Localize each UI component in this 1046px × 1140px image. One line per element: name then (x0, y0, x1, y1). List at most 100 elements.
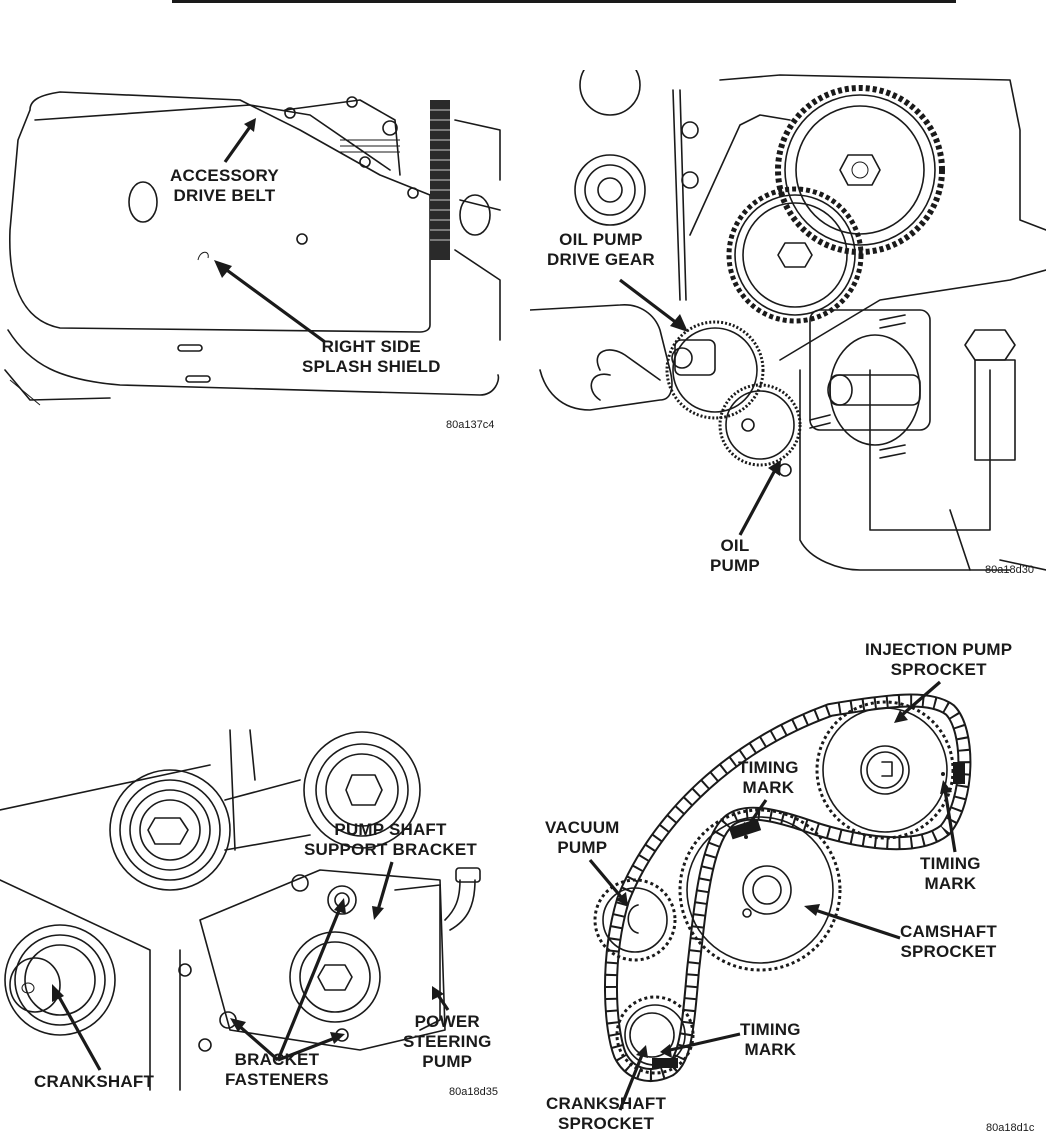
illustration-stroke (455, 120, 500, 340)
callout-power-steering-pump: POWER STEERING PUMP (403, 1012, 492, 1072)
callout-line: FASTENERS (225, 1070, 329, 1090)
callout-line: POWER (403, 1012, 492, 1032)
part-circle (735, 195, 855, 315)
callout-oil-pump-drive-gear: OIL PUMP DRIVE GEAR (547, 230, 655, 270)
figure-code: 80a18d30 (985, 564, 1034, 576)
illustration-stroke (880, 315, 905, 328)
part-circle (130, 790, 210, 870)
illustration-stroke (198, 252, 208, 260)
figure-oil-pump: OIL PUMP DRIVE GEAR OIL PUMP 80a18d30 (530, 70, 1046, 580)
part-circle (743, 866, 791, 914)
callout-line: TIMING (920, 854, 981, 874)
figure-code: 80a137c4 (446, 419, 494, 431)
part-circle (778, 88, 942, 252)
leader-arrow-head (372, 906, 384, 920)
callout-line: SUPPORT BRACKET (304, 840, 477, 860)
part-circle (326, 754, 398, 826)
part-rect (830, 375, 920, 405)
callout-timing-mark-injection: TIMING MARK (920, 854, 981, 894)
part-circle (823, 708, 947, 832)
part-circle (742, 419, 754, 431)
illustration-stroke (778, 243, 812, 267)
callout-line: STEERING (403, 1032, 492, 1052)
illustration-stroke (628, 905, 638, 933)
figure-power-steering-pump: PUMP SHAFT SUPPORT BRACKET POWER STEERIN… (0, 720, 520, 1100)
part-circle (852, 162, 868, 178)
part-circle (199, 1039, 211, 1051)
callout-timing-mark-crankshaft: TIMING MARK (740, 1020, 801, 1060)
illustration-stroke (460, 195, 490, 235)
callout-line: SPLASH SHIELD (302, 357, 441, 377)
callout-line: SPROCKET (900, 942, 997, 962)
part-circle (290, 932, 380, 1022)
part-circle (110, 770, 230, 890)
part-circle (720, 385, 800, 465)
callout-line: OIL (710, 536, 760, 556)
callout-bracket-fasteners: BRACKET FASTENERS (225, 1050, 329, 1090)
figure-code: 80a18d1c (986, 1122, 1034, 1134)
illustration-stroke (225, 780, 310, 850)
part-circle (383, 121, 397, 135)
illustration-stroke (591, 374, 610, 400)
part-circle (297, 234, 307, 244)
figure-splash-shield: ACCESSORY DRIVE BELT RIGHT SIDE SPLASH S… (0, 80, 520, 440)
part-circle (585, 165, 635, 215)
part-circle (861, 746, 909, 794)
illustration-stroke (318, 965, 352, 990)
callout-line: TIMING (738, 758, 799, 778)
part-circle (796, 106, 924, 234)
part-rect (652, 1058, 678, 1068)
leader-arrow-head (660, 1044, 672, 1058)
part-circle (408, 188, 418, 198)
callout-line: PUMP (403, 1052, 492, 1072)
illustration-stroke (0, 880, 150, 1090)
illustration-stroke (5, 370, 110, 400)
leader-arrow-line (740, 470, 775, 535)
leader-arrow-head (214, 260, 232, 278)
illustration-stroke (673, 90, 686, 300)
leader-arrow-line (815, 910, 900, 938)
part-circle (292, 875, 308, 891)
callout-timing-mark-camshaft: TIMING MARK (738, 758, 799, 798)
callout-line: SPROCKET (546, 1114, 666, 1134)
callout-crankshaft-sprocket: CRANKSHAFT SPROCKET (546, 1094, 666, 1134)
part-rect (178, 345, 202, 351)
callout-line: MARK (920, 874, 981, 894)
leader-arrow-head (244, 118, 256, 132)
callout-line: MARK (740, 1040, 801, 1060)
callout-line: TIMING (740, 1020, 801, 1040)
illustration-stroke (148, 818, 188, 844)
callout-pump-shaft-support-bracket: PUMP SHAFT SUPPORT BRACKET (304, 820, 477, 860)
part-rect (953, 762, 965, 784)
part-circle (753, 876, 781, 904)
callout-line: INJECTION PUMP (865, 640, 1012, 660)
callout-oil-pump: OIL PUMP (710, 536, 760, 576)
callout-crankshaft: CRANKSHAFT (34, 1072, 154, 1092)
callout-line: MARK (738, 778, 799, 798)
illustration-stroke (880, 445, 905, 458)
callout-line: PUMP (545, 838, 620, 858)
callout-line: ACCESSORY (170, 166, 279, 186)
leader-arrow-line (225, 124, 252, 162)
illustration-stroke (611, 701, 964, 1075)
callout-line: PUMP (710, 556, 760, 576)
part-circle (682, 172, 698, 188)
callout-line: BRACKET (225, 1050, 329, 1070)
leader-arrow-head (804, 904, 820, 916)
callout-line: CRANKSHAFT (34, 1072, 154, 1092)
callout-line: VACUUM (545, 818, 620, 838)
leader-arrow-line (58, 995, 100, 1070)
callout-right-side-splash-shield: RIGHT SIDE SPLASH SHIELD (302, 337, 441, 377)
leader-arrow-head (330, 1032, 345, 1044)
illustration-stroke (530, 305, 672, 410)
part-circle (785, 95, 935, 245)
part-circle (682, 122, 698, 138)
part-circle (867, 752, 903, 788)
part-circle (779, 464, 791, 476)
illustration-stroke (230, 730, 255, 850)
figure-code: 80a18d35 (449, 1086, 498, 1098)
callout-line: OIL PUMP (547, 230, 655, 250)
part-circle (743, 909, 751, 917)
illustration-stroke (597, 350, 660, 380)
part-circle (360, 157, 370, 167)
